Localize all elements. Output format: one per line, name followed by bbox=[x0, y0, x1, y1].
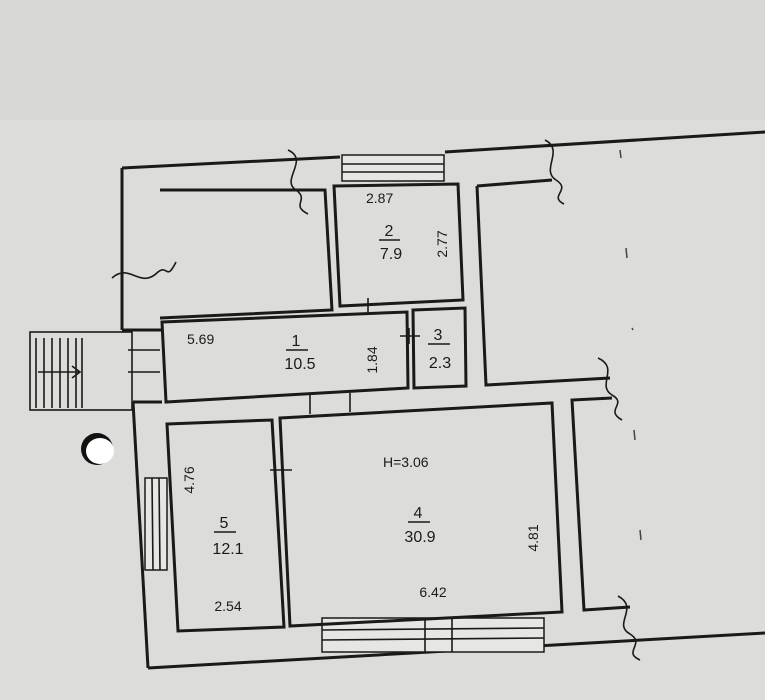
ceiling-height-label: H=3.06 bbox=[383, 454, 429, 470]
window-top bbox=[341, 154, 445, 182]
room-4-width-label: 6.42 bbox=[419, 584, 446, 600]
window-left bbox=[144, 477, 168, 571]
room-2-number: 2 bbox=[385, 223, 394, 240]
room-number-underlines bbox=[214, 239, 450, 533]
break-marks bbox=[111, 139, 641, 661]
room-3-number: 3 bbox=[434, 327, 443, 344]
dash-marks bbox=[619, 149, 642, 541]
room-right-lower bbox=[570, 396, 631, 612]
room-1-depth-label: 1.84 bbox=[364, 346, 380, 373]
room-2-depth-label: 2.77 bbox=[434, 230, 450, 257]
room-2-area: 7.9 bbox=[380, 246, 402, 263]
room-4-depth-label: 4.81 bbox=[525, 524, 541, 551]
paper-shadow bbox=[0, 0, 765, 120]
room-5-depth-label: 4.76 bbox=[181, 466, 197, 493]
room-upper-left bbox=[159, 188, 334, 320]
compass-marker bbox=[81, 433, 114, 465]
room-1-width-label: 5.69 bbox=[187, 331, 214, 347]
room-4-number: 4 bbox=[414, 505, 423, 522]
room-3-area: 2.3 bbox=[429, 355, 451, 372]
room-5 bbox=[165, 418, 286, 633]
entrance-stairs bbox=[29, 331, 160, 411]
room-right-upper bbox=[475, 178, 611, 387]
room-5-number: 5 bbox=[220, 515, 229, 532]
room-2 bbox=[332, 182, 465, 312]
room-3 bbox=[400, 306, 468, 390]
room-1-number: 1 bbox=[292, 333, 301, 350]
room-4-area: 30.9 bbox=[404, 529, 435, 546]
room-1 bbox=[160, 310, 410, 414]
room-5-width-label: 2.54 bbox=[214, 598, 241, 614]
outer-walls bbox=[120, 130, 765, 670]
room-5-area: 12.1 bbox=[212, 541, 243, 558]
room-1-area: 10.5 bbox=[284, 356, 315, 373]
room-2-width-label: 2.87 bbox=[366, 190, 393, 206]
